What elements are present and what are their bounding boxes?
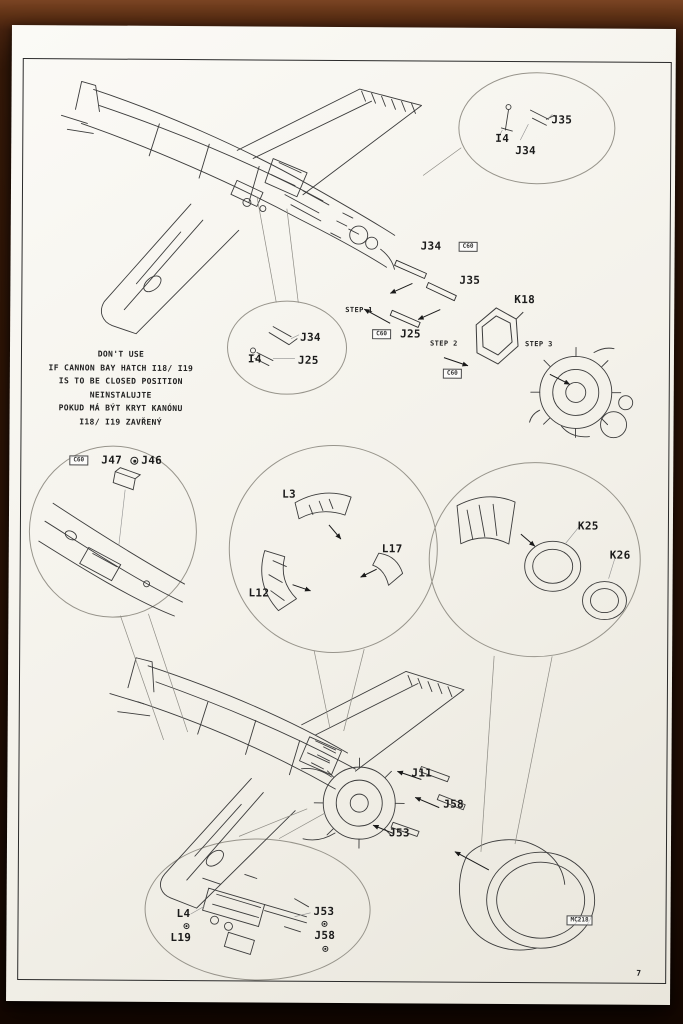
part-label-j35: J35	[459, 273, 481, 287]
step-1-label: STEP 1	[345, 306, 373, 315]
paint-code-c60: C60	[458, 241, 478, 252]
part-label-j35: J35	[551, 113, 573, 127]
part-label-k25: K25	[577, 519, 599, 533]
k18-part-drawing	[468, 304, 524, 374]
part-label-j47: J47	[101, 453, 123, 467]
part-label-j46: J46	[141, 453, 163, 467]
center-circle-panels-drawing	[228, 444, 438, 653]
part-label-i4: I4	[495, 131, 510, 146]
part-label-j34: J34	[515, 144, 537, 158]
part-label-j34: J34	[420, 239, 442, 253]
paint-code-c60: C60	[372, 329, 391, 340]
warning-line: IF CANNON BAY HATCH I18/ I19	[48, 362, 194, 373]
part-label-j25: J25	[297, 353, 319, 367]
part-label-k26: K26	[609, 548, 631, 562]
paint-code-c60: C60	[69, 455, 89, 466]
left-circle-detail-drawing	[28, 445, 197, 618]
part-label-l12: L12	[248, 586, 270, 600]
engine-drawing	[509, 328, 658, 475]
paint-code-mc218: MC218	[566, 915, 593, 926]
bottom-inset-detail-drawing	[144, 838, 371, 981]
right-circle-rings-drawing	[428, 462, 641, 658]
top-inset-parts-drawing	[458, 72, 616, 185]
part-label-l17: L17	[381, 542, 403, 556]
part-label-j34: J34	[300, 330, 321, 344]
step-3-label: STEP 3	[525, 340, 553, 349]
part-label-j11: J11	[411, 766, 433, 780]
part-label-j53: J53	[389, 826, 410, 840]
paint-code-c60: C60	[442, 368, 462, 379]
warning-line: I18/ I19 ZAVŘENÝ	[79, 416, 162, 427]
warning-line: IS TO BE CLOSED POSITION	[58, 376, 183, 387]
part-label-i4: I4	[247, 352, 262, 366]
part-label-k18: K18	[514, 293, 536, 307]
part-label-l4: L4	[176, 907, 191, 921]
part-label-j58: J58	[314, 928, 336, 942]
circle-dot-icon	[130, 456, 139, 465]
part-label-j58: J58	[443, 797, 465, 811]
part-label-j25: J25	[400, 327, 421, 341]
hole-marker-icon	[183, 923, 190, 930]
cannon-bay-warning-text: DON'T USE IF CANNON BAY HATCH I18/ I19 I…	[30, 347, 212, 429]
part-label-l3: L3	[282, 487, 297, 501]
page-number: 7	[636, 968, 642, 978]
warning-line: POKUD MÁ BÝT KRYT KANÓNU	[58, 403, 183, 414]
part-label-l19: L19	[170, 930, 192, 945]
mid-inset-parts-drawing	[227, 300, 348, 395]
warning-line: NEINSTALUJTE	[89, 389, 152, 400]
step-2-label: STEP 2	[430, 339, 458, 348]
hole-marker-icon	[322, 945, 329, 952]
instruction-sheet-page: DON'T USE IF CANNON BAY HATCH I18/ I19 I…	[6, 24, 676, 1006]
hole-marker-icon	[321, 920, 328, 927]
warning-line: DON'T USE	[97, 349, 145, 359]
part-label-j53: J53	[313, 904, 335, 918]
